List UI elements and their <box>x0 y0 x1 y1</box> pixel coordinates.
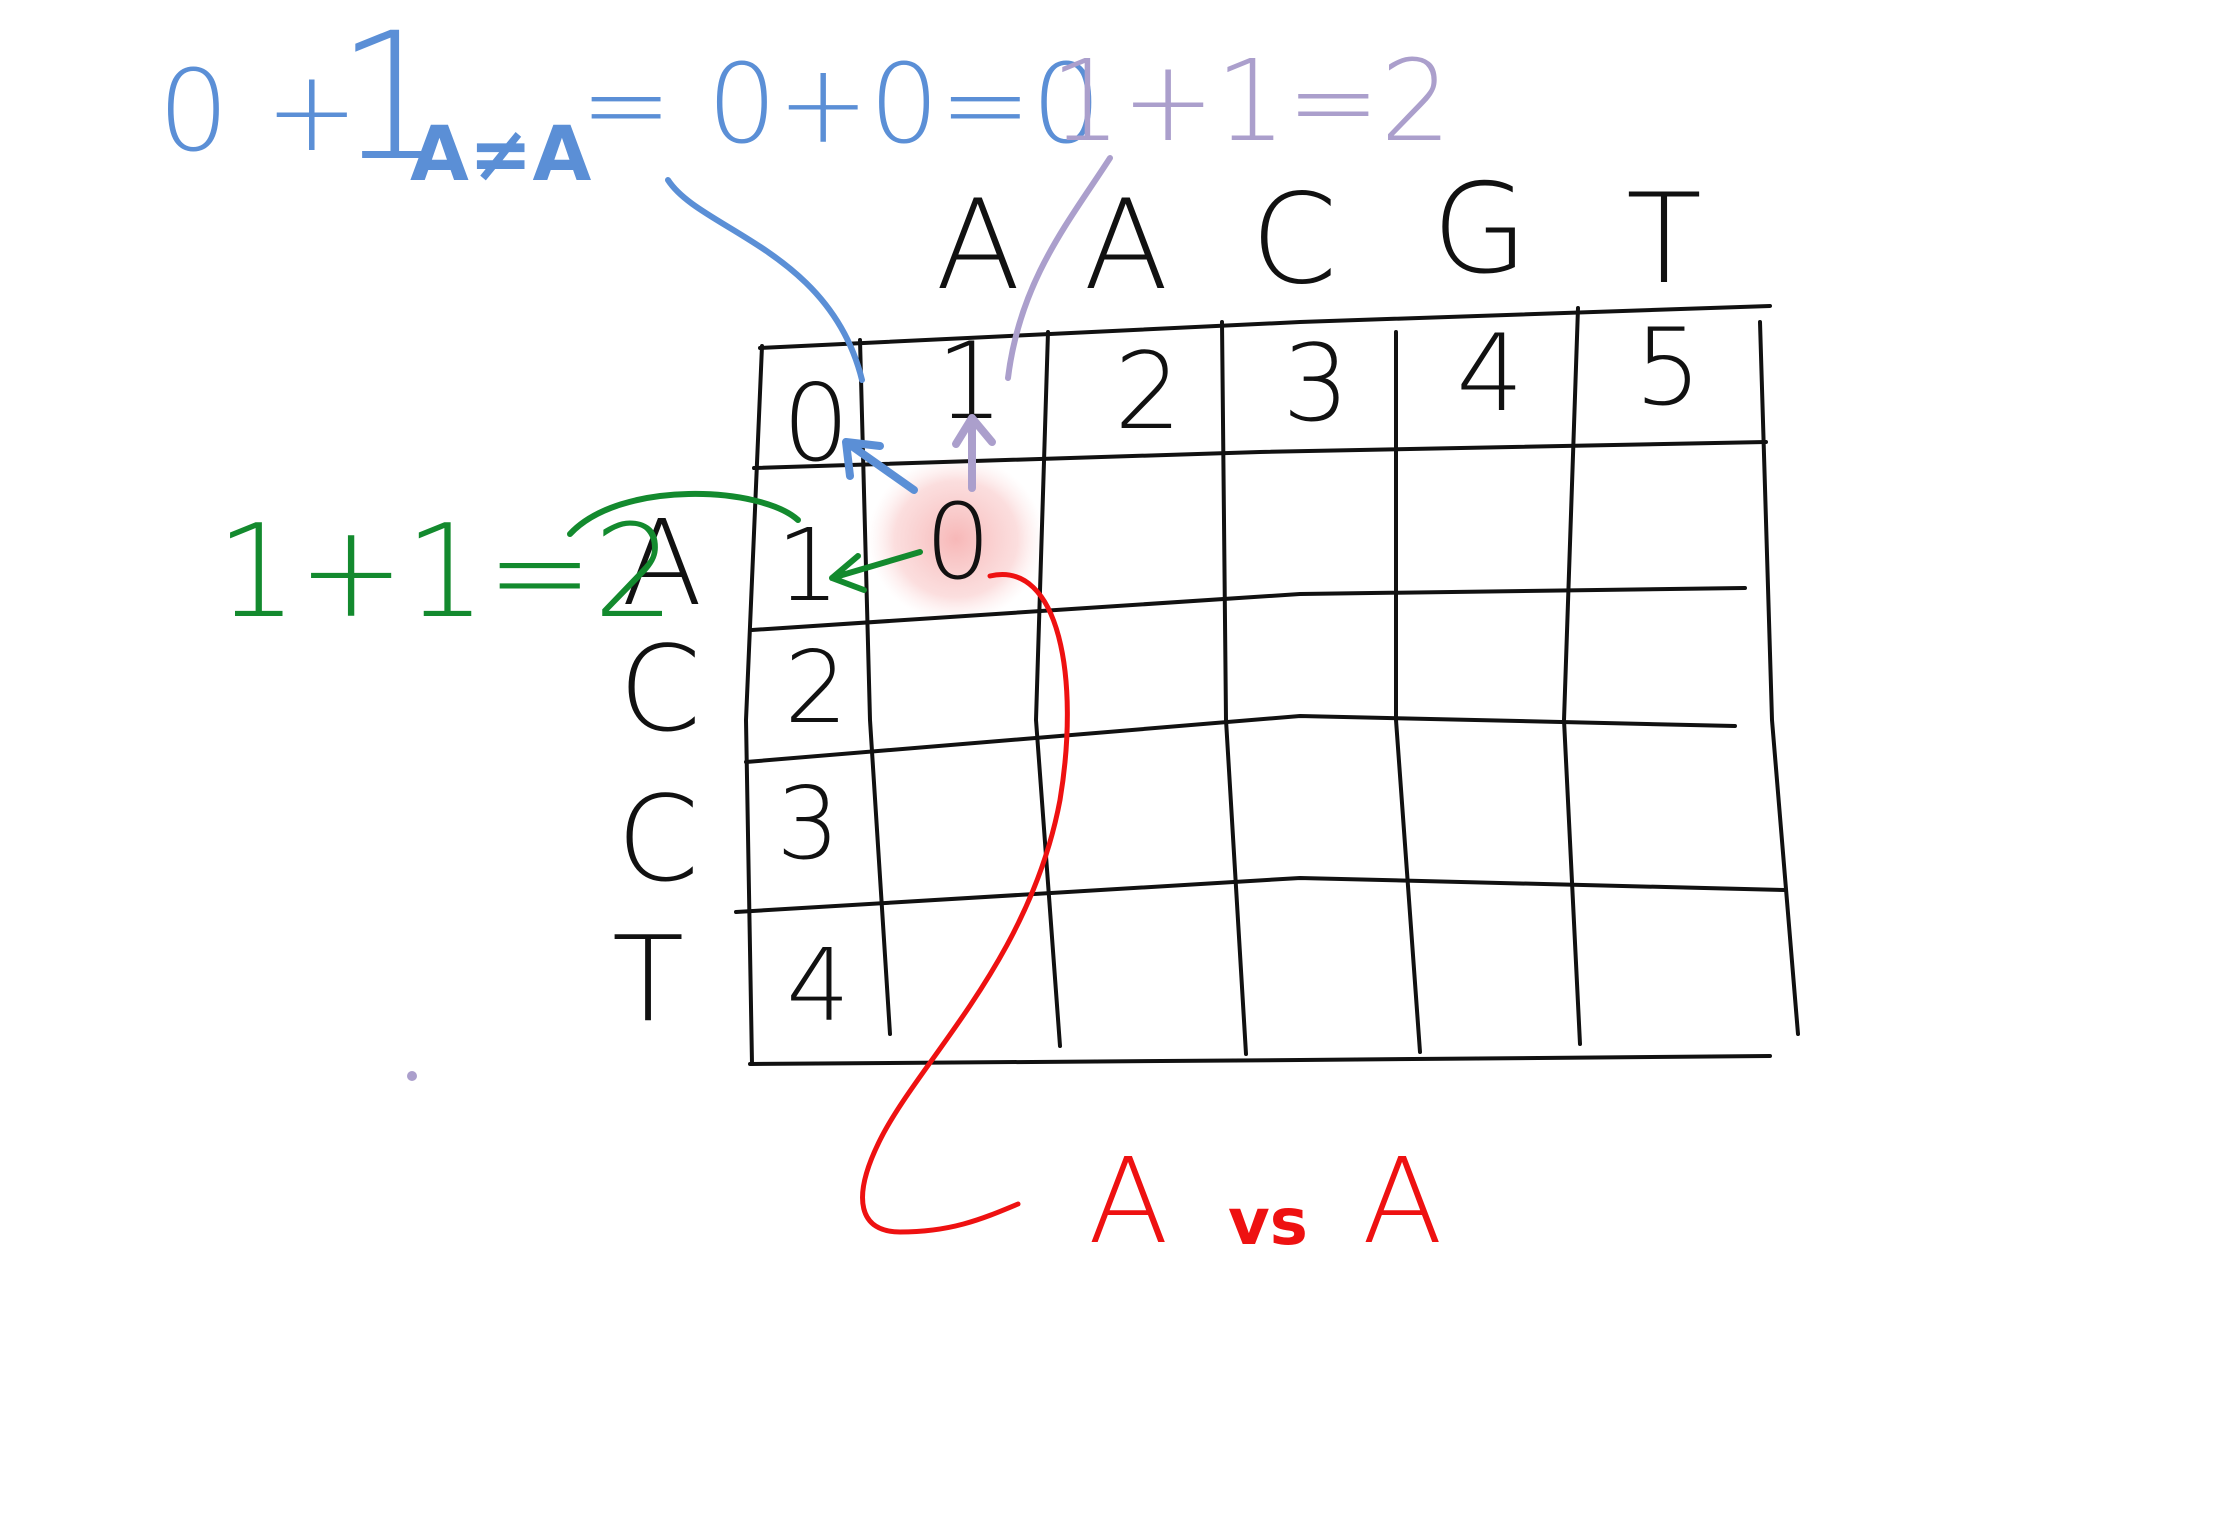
row-letters: A C C T <box>612 494 702 1048</box>
col-letter: T <box>1626 168 1702 312</box>
grid-line-h5 <box>748 1054 1772 1066</box>
header-col-value: 4 <box>786 927 850 1044</box>
diagonal-subscript: A≠A <box>410 109 591 198</box>
grid-line-v6 <box>1758 320 1800 1036</box>
diagonal-annotation: 0 + 1 A≠A = 0+0=0 <box>158 0 1101 200</box>
grid-line-v2 <box>1033 330 1062 1048</box>
grid-line-h2 <box>750 586 1747 632</box>
compare-connector <box>860 572 1070 1235</box>
diagonal-prefix: 0 + <box>158 47 394 177</box>
column-letters: A A C G T <box>936 158 1702 318</box>
stray-dot <box>407 1071 417 1081</box>
cell-highlight <box>868 456 1044 622</box>
compare-right: A <box>1362 1132 1443 1270</box>
grid-line-v0 <box>743 344 764 1066</box>
col-letter: G <box>1432 158 1528 302</box>
row-letter: T <box>612 910 684 1048</box>
row-letter: C <box>619 620 701 758</box>
grid-line-h0 <box>758 304 1772 350</box>
diagonal-arrow <box>842 438 918 494</box>
left-annotation: 1+1=2 <box>216 498 675 647</box>
header-row-value: 0 <box>782 362 849 485</box>
header-col-value: 2 <box>784 629 848 746</box>
row-letter: A <box>622 494 703 632</box>
header-row-value: 2 <box>1114 330 1181 453</box>
diagonal-connector <box>665 177 865 383</box>
compare-vs: vs <box>1228 1186 1308 1260</box>
grid-line-h4 <box>734 875 1787 914</box>
diagonal-indicator: 1 <box>336 0 448 200</box>
header-column: 1 2 3 4 <box>776 507 850 1044</box>
grid-line-v1 <box>858 338 892 1036</box>
grid-line-v3 <box>1220 320 1248 1056</box>
diagonal-suffix: = 0+0=0 <box>580 40 1101 168</box>
col-letter: A <box>1084 174 1169 318</box>
grid-line-v4 <box>1394 330 1422 1054</box>
header-row-value: 4 <box>1456 312 1523 435</box>
left-connector <box>567 490 801 537</box>
header-row-value: 5 <box>1634 306 1701 429</box>
row-letter: C <box>617 770 699 908</box>
left-arrow <box>829 549 923 593</box>
header-col-value: 3 <box>776 765 840 882</box>
top-annotation: 1+1=2 <box>1050 37 1451 167</box>
top-connector <box>1005 155 1113 381</box>
compare-left: A <box>1088 1132 1169 1270</box>
col-letter: A <box>936 174 1021 318</box>
compare-annotation: A vs A <box>1088 1132 1443 1270</box>
header-row: 0 1 2 3 4 5 <box>782 306 1701 485</box>
grid-line-v5 <box>1561 306 1582 1046</box>
computed-cell-value: 0 <box>925 481 991 603</box>
col-letter: C <box>1251 168 1338 312</box>
grid-line-h1 <box>752 440 1768 470</box>
header-col-value: 1 <box>776 507 840 624</box>
matrix-grid <box>734 304 1800 1066</box>
top-arrow <box>952 414 996 492</box>
grid-line-h3 <box>744 713 1737 764</box>
header-row-value: 3 <box>1282 322 1349 445</box>
